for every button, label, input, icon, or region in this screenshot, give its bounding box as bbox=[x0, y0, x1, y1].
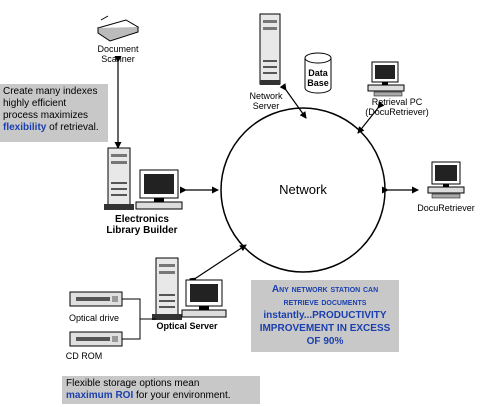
network-server-label: Network Server bbox=[249, 91, 283, 111]
optical-server-monitor-icon bbox=[181, 279, 227, 318]
connector-retrieval-pc bbox=[357, 101, 385, 134]
connector-server bbox=[279, 83, 307, 119]
indexes-callout: Create many indexes highly efficient pro… bbox=[0, 84, 108, 142]
cd-rom-label: CD ROM bbox=[65, 351, 103, 361]
database-label: Data Base bbox=[307, 68, 329, 88]
server-tower-icon bbox=[259, 13, 281, 85]
library-builder-tower-icon bbox=[104, 147, 134, 210]
flexibility-highlight: flexibility bbox=[3, 122, 47, 133]
optical-drive-icon bbox=[69, 291, 123, 307]
scanner-label: Document Scanner bbox=[97, 44, 139, 64]
optical-server-label: Optical Server bbox=[156, 321, 218, 331]
docuretriever-pc-icon bbox=[427, 161, 465, 199]
retrieval-pc-label: Retrieval PC (DocuRetriever) bbox=[365, 97, 429, 117]
scanner-icon bbox=[96, 15, 140, 42]
optical-server-tower-icon bbox=[152, 257, 182, 320]
docuretriever-label: DocuRetriever bbox=[417, 203, 475, 213]
retrieval-pc-icon bbox=[367, 61, 405, 97]
cd-rom-icon bbox=[69, 331, 123, 347]
productivity-callout: Any network station can retrieve documen… bbox=[251, 280, 399, 352]
network-label: Network bbox=[279, 182, 327, 197]
storage-callout: Flexible storage options mean maximum RO… bbox=[62, 376, 260, 404]
library-builder-label: Electronics Library Builder bbox=[106, 214, 178, 236]
database-icon bbox=[304, 52, 332, 94]
roi-highlight: maximum ROI bbox=[66, 390, 134, 401]
connector-optical-server bbox=[189, 244, 247, 285]
optical-drive-label: Optical drive bbox=[68, 313, 120, 323]
library-builder-monitor-icon bbox=[135, 169, 183, 210]
